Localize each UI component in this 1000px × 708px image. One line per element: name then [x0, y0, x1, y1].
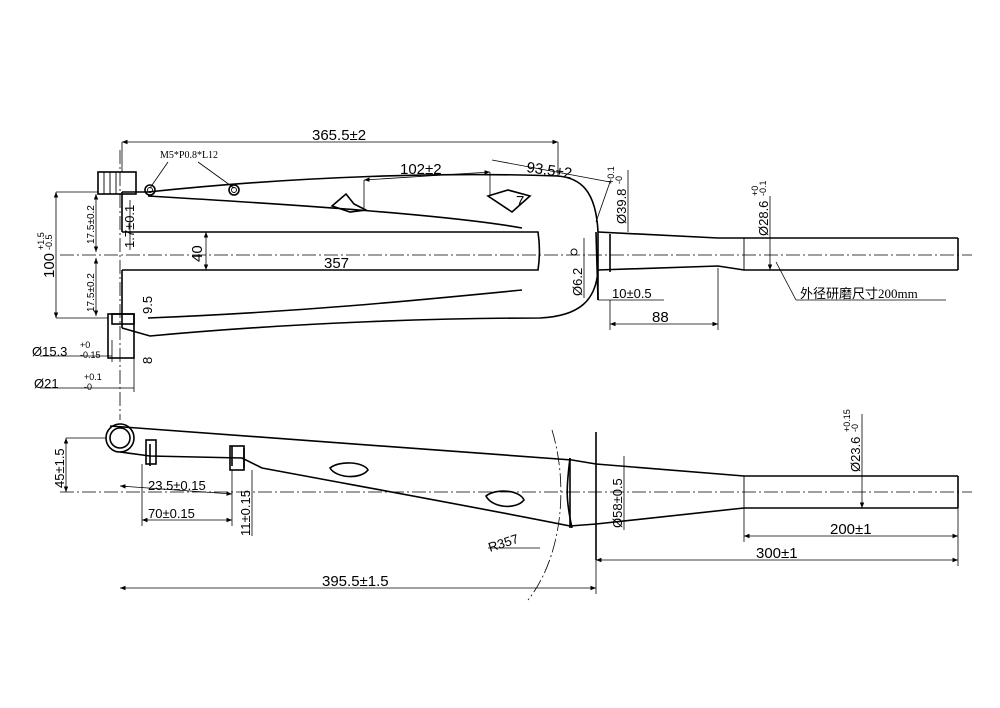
- dim-crown-dia-tol-plus: +0.1: [606, 166, 616, 184]
- dim-width-total: 100: [41, 253, 58, 278]
- side-view-blade-outline: [105, 423, 597, 529]
- dim-crown-dia-tol-minus: -0: [614, 176, 624, 184]
- dim-steerer-ground: 200±1: [830, 521, 872, 538]
- dim-steerer-dia-side-tol-minus: -0: [850, 424, 860, 432]
- dim-axle-dia-a-tol-minus: -0.15: [80, 350, 101, 360]
- dim-axle-dia-b: Ø21: [34, 376, 59, 391]
- dim-dropout-8: 8: [140, 357, 155, 364]
- dim-mount-offset: 93.5±2: [525, 159, 573, 182]
- dim-steerer-length: 300±1: [756, 545, 798, 562]
- top-view-steerer: [597, 231, 959, 300]
- dim-inner-gap: 1.7±0.1: [122, 205, 137, 248]
- grind-note: 外径研磨尺寸200mm: [800, 286, 918, 301]
- dim-dropout-9-5: 9.5: [140, 296, 155, 314]
- dim-crown-dia-side: Ø58±0.5: [610, 478, 625, 528]
- dim-steerer-dia-tol-minus: -0.1: [758, 180, 768, 196]
- dim-tab-h: 11±0.15: [238, 490, 253, 536]
- dim-mount-seven: 7: [516, 193, 524, 210]
- dim-taper-length: 88: [652, 309, 669, 326]
- dim-steerer-dia-tol-plus: +0: [750, 186, 760, 196]
- dim-half-bottom: 17.5±0.2: [86, 273, 97, 312]
- dim-inner-length: 357: [324, 255, 349, 272]
- dim-axle-dia-b-tol-plus: +0.1: [84, 372, 102, 382]
- dim-gap-40: 40: [189, 245, 206, 262]
- side-view-bosses: [145, 439, 525, 508]
- thread-note: M5*P0.8*L12: [160, 150, 218, 161]
- dim-axle-dia-a: Ø15.3: [32, 344, 67, 359]
- dim-steerer-dia-side: Ø23.6: [848, 437, 863, 472]
- dim-axle-to-crown: 395.5±1.5: [322, 573, 389, 590]
- dim-tab-b: 70±0.15: [148, 506, 195, 521]
- dim-steerer-dia: Ø28.6: [756, 201, 771, 236]
- dim-crown-dia: Ø39.8: [614, 189, 629, 224]
- dim-width-tol-plus: +1.5: [36, 232, 46, 250]
- dim-axle-dia-b-tol-minus: -0: [84, 382, 92, 392]
- side-view-steerer: [595, 432, 959, 560]
- dim-crown-height: 10±0.5: [612, 286, 652, 301]
- dim-boss-spacing: 102±2: [400, 161, 442, 178]
- dim-radius: R357: [486, 531, 520, 555]
- dim-hole-dia: Ø6.2: [570, 268, 585, 296]
- side-view: 45±1.5 23.5±0.15 70±0.15 11±0.15 R357 39…: [52, 409, 972, 601]
- top-view-dropouts: [97, 171, 137, 359]
- top-view: 365.5±2 M5*P0.8*L12 102±2 93.5±2 7 357 4…: [32, 127, 972, 420]
- dim-steerer-dia-side-tol-plus: +0.15: [842, 409, 852, 432]
- dim-width-tol-minus: -0.5: [44, 234, 54, 250]
- top-view-bosses: [144, 184, 578, 256]
- dim-axle-dia-a-tol-plus: +0: [80, 340, 90, 350]
- dim-half-top: 17.5±0.2: [86, 205, 97, 244]
- dim-offset: 45±1.5: [52, 448, 67, 488]
- dim-fork-length: 365.5±2: [312, 127, 366, 144]
- dim-tab-a: 23.5±0.15: [148, 478, 206, 493]
